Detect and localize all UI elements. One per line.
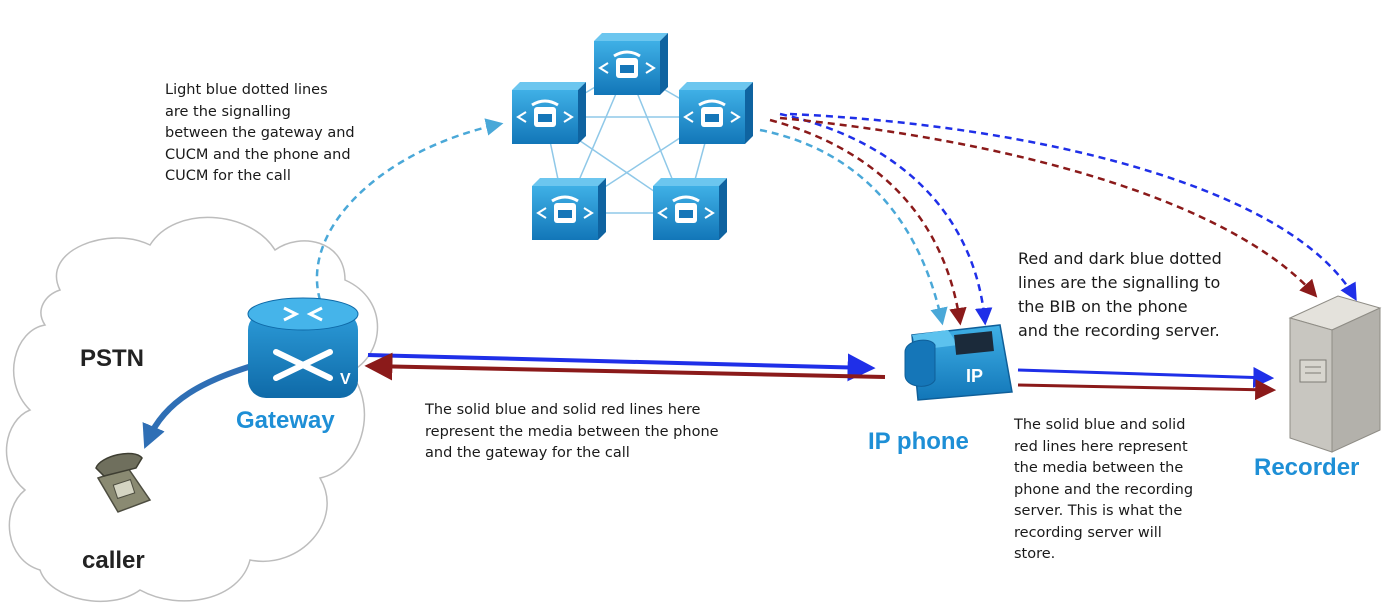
ip-phone-label: IP phone <box>868 428 969 455</box>
note-line: red lines here represent <box>1014 438 1188 455</box>
note-line: server. This is what the <box>1014 503 1183 519</box>
recorder-label: Recorder <box>1254 454 1360 481</box>
media-phone-recorder-blue <box>1017 366 1275 388</box>
cucm-server-icon <box>653 178 727 240</box>
signalling-cucm-recorder-red <box>779 116 1318 298</box>
gateway-label: Gateway <box>236 407 335 434</box>
media-phone-gateway-red <box>364 352 886 381</box>
cucm-server-icon <box>679 82 753 144</box>
cucm-cluster <box>512 33 753 240</box>
ip-phone-icon: IP <box>904 324 1013 401</box>
note-line: represent the media between the phone <box>425 423 719 440</box>
note-line: lines are the signalling to <box>1018 273 1221 292</box>
note-line: phone and the recording <box>1014 481 1194 498</box>
caller-label: caller <box>82 547 145 574</box>
phone-badge: IP <box>966 366 983 386</box>
note-line: and the gateway for the call <box>425 445 630 461</box>
note-signalling-cucm: Light blue dotted lines are the signalli… <box>165 80 355 188</box>
note-line: and the recording server. <box>1018 321 1220 340</box>
signalling-cucm-phone-red <box>769 118 967 326</box>
note-line: Light blue dotted lines <box>165 82 328 98</box>
note-line: between the gateway and <box>165 125 355 141</box>
note-line: recording server will <box>1014 524 1162 541</box>
cucm-server-icon <box>512 82 586 144</box>
note-line: CUCM and the phone and <box>165 146 351 163</box>
note-signalling-bib: Red and dark blue dotted lines are the s… <box>1018 247 1222 343</box>
note-line: CUCM for the call <box>165 168 291 184</box>
pstn-label: PSTN <box>80 345 145 372</box>
note-line: The solid blue and solid <box>1014 417 1186 433</box>
gateway-badge: V <box>340 371 351 388</box>
recorder-server-icon <box>1288 295 1382 453</box>
note-media-recorder: The solid blue and solid red lines here … <box>1014 415 1193 566</box>
note-line: store. <box>1014 546 1056 562</box>
note-line: are the signalling <box>165 103 291 120</box>
signalling-gateway-cucm <box>315 118 504 301</box>
signalling-cucm-recorder-darkblue <box>789 112 1357 302</box>
note-line: The solid blue and solid red lines here <box>425 402 701 418</box>
media-phone-recorder-red <box>1017 379 1277 401</box>
media-gateway-phone-blue <box>367 353 876 382</box>
cucm-server-icon <box>532 178 606 240</box>
caller-phone-icon <box>95 452 152 513</box>
cucm-server-icon <box>594 33 668 95</box>
pstn-link-arrow <box>142 349 273 449</box>
note-line: the media between the <box>1014 460 1184 476</box>
note-media-gateway: The solid blue and solid red lines here … <box>425 400 719 465</box>
note-line: Red and dark blue dotted <box>1018 249 1222 268</box>
signalling-cucm-phone-light <box>759 128 948 326</box>
note-line: the BIB on the phone <box>1018 297 1188 316</box>
gateway-router-icon: V <box>247 297 359 398</box>
